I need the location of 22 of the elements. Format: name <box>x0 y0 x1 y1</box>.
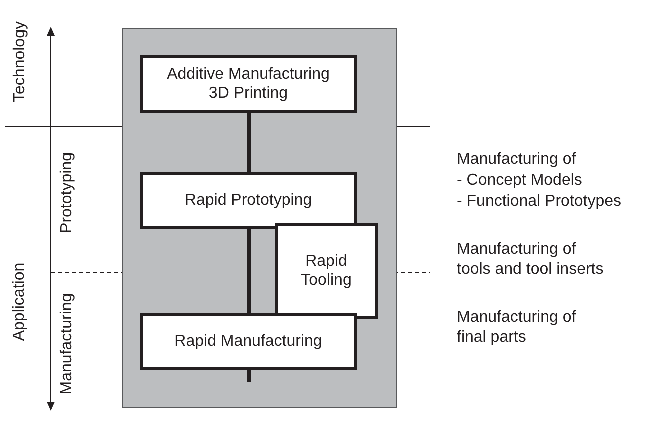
connector-line <box>247 229 251 313</box>
description-text: - Functional Prototypes <box>457 192 622 212</box>
process-box <box>140 172 357 229</box>
box-label: Rapid Tooling <box>300 252 353 290</box>
description-text: Manufacturing of <box>457 150 576 170</box>
box-label: Additive Manufacturing <box>167 65 330 84</box>
axis-label: Application <box>10 262 30 342</box>
axis-label: Technology <box>10 22 29 102</box>
box-label: Rapid Manufacturing <box>174 332 322 351</box>
axis-label: Manufacturing <box>57 293 76 395</box>
description-text: Manufacturing of tools and tool inserts <box>457 240 605 280</box>
description-text: - Concept Models <box>457 171 582 191</box>
process-box <box>275 223 378 319</box>
description-text: Manufacturing of final parts <box>457 308 578 348</box>
box-label: 3D Printing <box>208 84 288 103</box>
process-box <box>140 313 357 370</box>
box-label: Rapid Prototyping <box>184 191 312 210</box>
axis-label: Prototyping <box>56 152 76 234</box>
connector-line <box>247 113 251 172</box>
connector-line <box>247 370 251 382</box>
process-box <box>140 55 357 113</box>
panel-background <box>122 28 397 408</box>
